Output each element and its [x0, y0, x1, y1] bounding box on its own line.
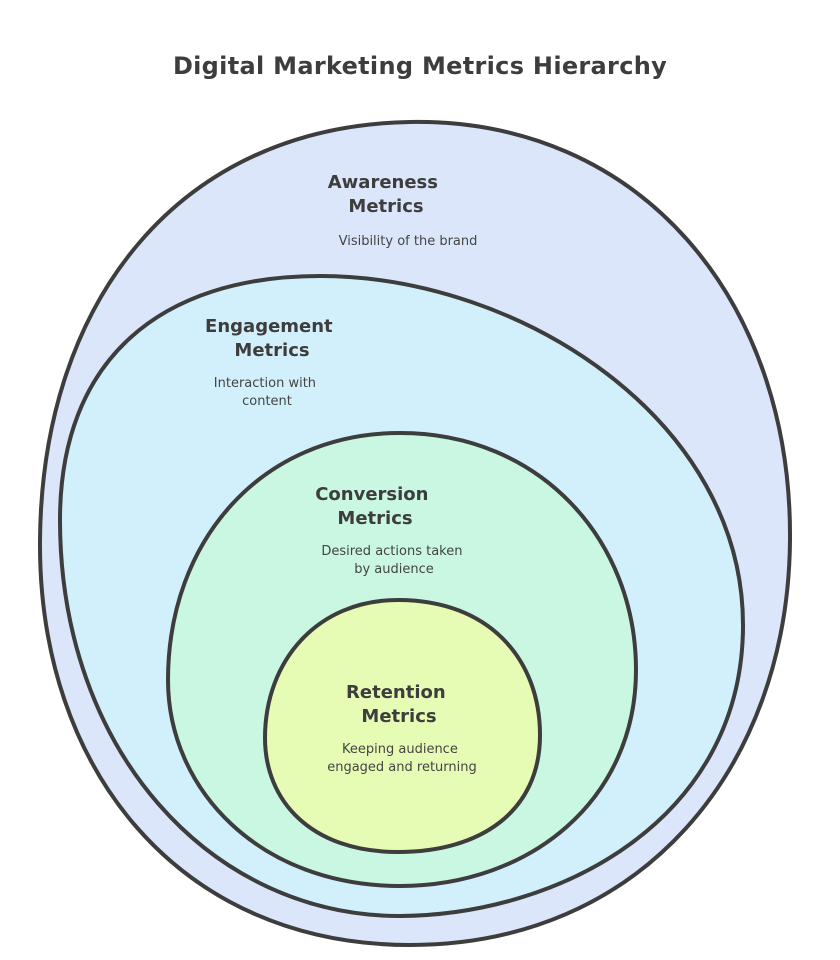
conversion-title: Conversion Metrics [315, 484, 435, 529]
retention-description: Keeping audience engaged and returning [327, 742, 477, 775]
conversion-description: Desired actions taken by audience [321, 544, 466, 577]
engagement-description: Interaction with content [214, 376, 320, 409]
awareness-title: Awareness Metrics [328, 172, 445, 217]
diagram-title: Digital Marketing Metrics Hierarchy [172, 52, 668, 80]
awareness-description: Visibility of the brand [339, 234, 478, 249]
retention-circle[interactable] [263, 598, 542, 854]
retention-title: Retention Metrics [346, 682, 452, 727]
engagement-title: Engagement Metrics [205, 316, 339, 361]
